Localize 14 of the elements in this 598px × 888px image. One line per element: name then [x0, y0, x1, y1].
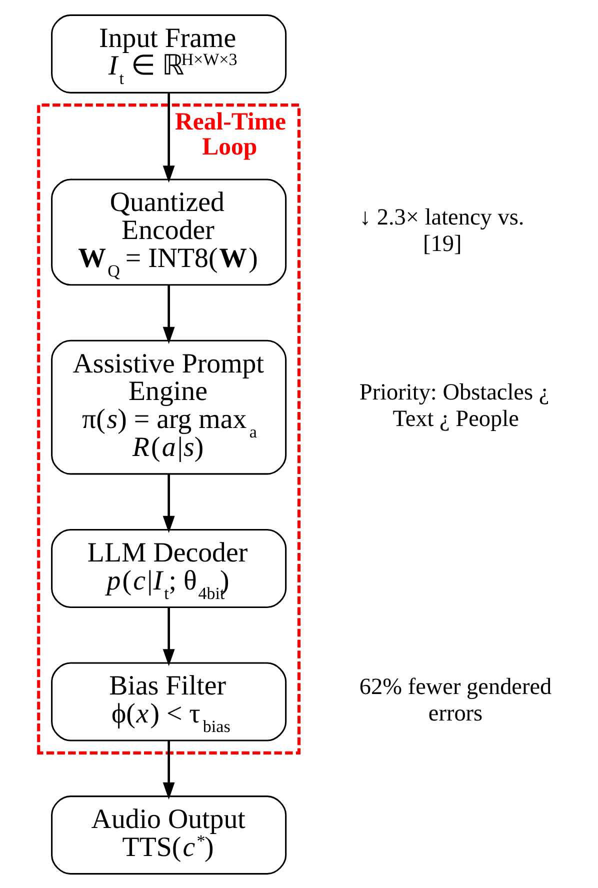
node-box: LLM Decoder p(c|I$_{t}$; θ$_{4bit}$) — [51, 528, 287, 608]
node-label: ↓ 2.3× latency vs. [19] — [359, 204, 524, 256]
node-label: 62% fewer gendered errors — [359, 674, 552, 726]
arrow — [162, 740, 175, 799]
arrow — [162, 474, 175, 532]
node-label: Priority: Obstacles ¿ Text ¿ People — [359, 379, 550, 432]
node-box: Assistive Prompt Engine π(s) = arg max$_{a}$ R(a|s) — [51, 339, 287, 474]
node-box: Bias Filter ϕ(x) < τ$_{bias}$ — [51, 662, 287, 741]
node-box: Audio Output TTS(c$^{*}$) — [51, 795, 287, 874]
node-box: Quantized Encoder W$_{Q}$ = INT8(W) — [51, 178, 287, 286]
arrow — [162, 284, 175, 344]
arrow — [162, 607, 175, 666]
arrow — [162, 92, 175, 182]
node-box: Input Frame I$_{t}$ ∈ ℝ$^{H×W×3}$ — [51, 14, 287, 93]
